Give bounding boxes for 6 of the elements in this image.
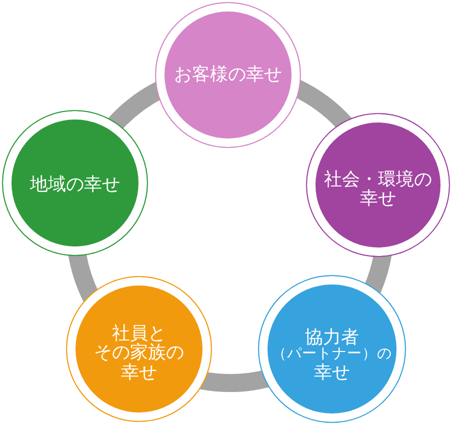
label-text: 社員とその家族の幸せ: [94, 324, 184, 382]
label-text: お客様の幸せ: [174, 65, 282, 85]
label-text: 社会・環境の幸せ: [324, 170, 432, 208]
label-text: 協力者（パートナー）の幸せ: [272, 328, 392, 382]
ring-arc: [200, 370, 270, 392]
label-text: 地域の幸せ: [30, 175, 120, 195]
